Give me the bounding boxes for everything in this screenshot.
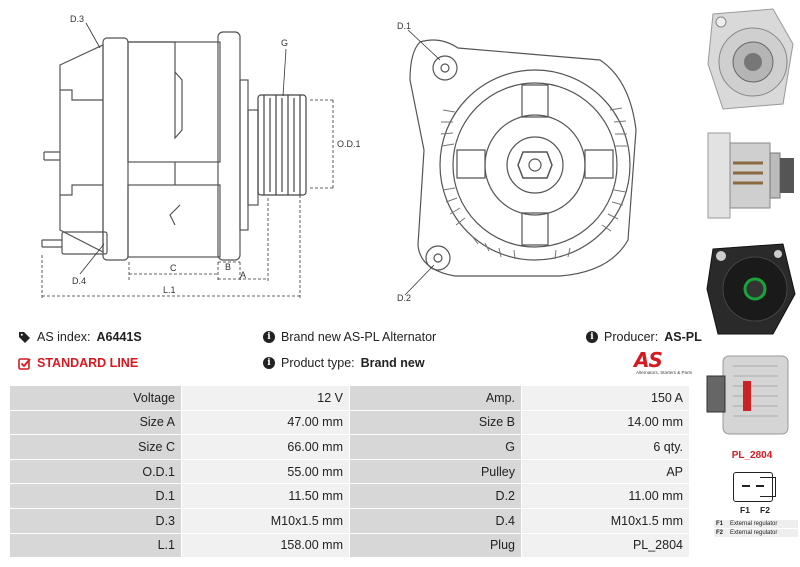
plug-pin-f2: F2: [760, 505, 770, 515]
spec-value: 14.00 mm: [522, 410, 690, 436]
dimension-lines: [41, 99, 335, 300]
spec-value: 11.50 mm: [182, 484, 350, 509]
check-square-icon: [18, 357, 31, 370]
legend-value: External regulator: [728, 520, 798, 529]
legend-key: F1: [714, 520, 728, 529]
plug-diagram-tab: [760, 477, 776, 497]
spec-label: G: [350, 435, 522, 460]
brand-info: i Brand new AS-PL Alternator: [263, 330, 436, 344]
brand-text: Brand new AS-PL Alternator: [281, 330, 437, 344]
plug-legend-row: F1 External regulator: [714, 520, 798, 529]
as-logo-mark: AS: [634, 348, 663, 372]
spec-label: Plug: [350, 533, 522, 559]
spec-value: M10x1.5 mm: [182, 508, 350, 534]
spec-label: Amp.: [350, 386, 522, 411]
label-a: A: [240, 270, 246, 280]
plug-pin-f1: F1: [740, 505, 750, 515]
as-index: AS index: A6441S: [18, 330, 142, 344]
info-icon: i: [586, 331, 598, 343]
standard-line-label: STANDARD LINE: [37, 356, 139, 370]
spec-label: Voltage: [10, 386, 182, 411]
label-d4: D.4: [72, 276, 86, 286]
spec-value: PL_2804: [522, 533, 690, 559]
spec-value: 150 A: [522, 386, 690, 411]
side-view-drawing: [41, 31, 307, 261]
spec-label: D.2: [350, 484, 522, 509]
label-c: C: [170, 263, 177, 273]
label-d1: D.1: [397, 21, 411, 31]
product-type-label: Product type:: [281, 356, 355, 370]
as-pl-logo: AS Alternators, Starters & Parts: [620, 348, 692, 378]
front-view-drawing: [409, 39, 637, 277]
product-photo-rear: [706, 243, 796, 335]
spec-value: 6 qty.: [522, 435, 690, 460]
producer-value: AS-PL: [664, 330, 702, 344]
label-d3: D.3: [70, 14, 84, 24]
standard-line: STANDARD LINE: [18, 356, 138, 370]
product-type-value: Brand new: [360, 356, 425, 370]
spec-value: M10x1.5 mm: [522, 508, 690, 534]
producer-label: Producer:: [604, 330, 659, 344]
product-photo-front: [707, 8, 794, 110]
product-photo-pulley: [706, 355, 789, 435]
spec-label: Size B: [350, 410, 522, 436]
label-b: B: [225, 262, 231, 272]
spec-label: D.4: [350, 508, 522, 534]
legend-value: External regulator: [728, 528, 798, 538]
front-vent-slots: [440, 107, 627, 260]
label-l1: L.1: [163, 285, 176, 295]
plug-code-label: PL_2804: [731, 450, 773, 461]
as-index-label: AS index:: [37, 330, 91, 344]
info-icon: i: [263, 331, 275, 343]
product-type: i Product type: Brand new: [263, 356, 425, 370]
product-photo-side: [707, 132, 794, 219]
plug-diagram: [733, 472, 773, 502]
spec-value: 158.00 mm: [182, 533, 350, 559]
as-index-value: A6441S: [96, 330, 142, 344]
plug-pins: F1 F2: [735, 505, 775, 515]
spec-value: 11.00 mm: [522, 484, 690, 509]
spec-label: O.D.1: [10, 459, 182, 485]
spec-value: AP: [522, 459, 690, 485]
leader-lines: [79, 22, 287, 275]
spec-label: D.1: [10, 484, 182, 509]
spec-value: 47.00 mm: [182, 410, 350, 436]
as-logo-tagline: Alternators, Starters & Parts: [635, 370, 692, 375]
spec-label: Size C: [10, 435, 182, 460]
producer-info: i Producer: AS-PL: [586, 330, 702, 344]
plug-legend: F1 External regulator F2 External regula…: [714, 520, 798, 538]
technical-drawing: D.3 G O.D.1 B C A L.1 D.4 D.1 D.2: [41, 14, 637, 303]
spec-value: 66.00 mm: [182, 435, 350, 460]
spec-value: 55.00 mm: [182, 459, 350, 485]
label-g: G: [281, 38, 288, 48]
label-d2: D.2: [397, 293, 411, 303]
spec-value: 12 V: [182, 386, 350, 411]
legend-key: F2: [714, 528, 728, 538]
tags-icon: [18, 331, 31, 344]
spec-label: Pulley: [350, 459, 522, 485]
spec-label: Size A: [10, 410, 182, 436]
info-icon: i: [263, 357, 275, 369]
plug-legend-row: F2 External regulator: [714, 528, 798, 538]
label-od1: O.D.1: [337, 139, 361, 149]
spec-label: L.1: [10, 533, 182, 559]
spec-label: D.3: [10, 508, 182, 534]
